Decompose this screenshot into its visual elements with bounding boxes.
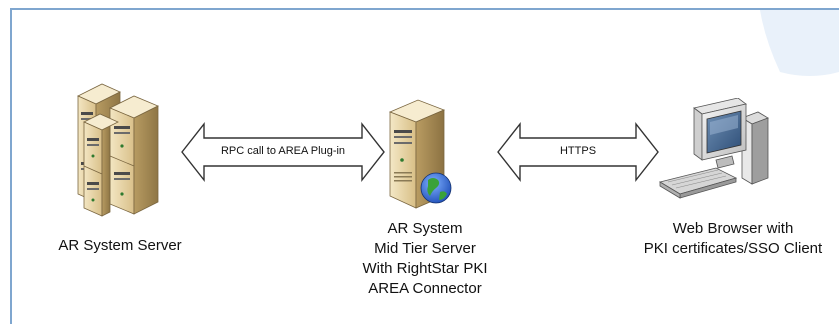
browser-label-line: PKI certificates/SSO Client xyxy=(643,240,823,257)
ar-server-label: AR System Server xyxy=(44,236,196,256)
watermark-shape xyxy=(760,10,839,76)
rpc-double-arrow xyxy=(181,121,385,183)
workstation-icon xyxy=(658,98,769,199)
mid-tier-label-line: AR System xyxy=(387,220,463,237)
mid-tier-label-line: With RightStar PKI xyxy=(362,260,488,277)
server-cluster-icon xyxy=(77,83,159,217)
browser-label-line: Web Browser with xyxy=(672,220,794,237)
ar-server-label-line: AR System Server xyxy=(58,237,182,254)
mid-tier-label-line: Mid Tier Server xyxy=(374,240,476,257)
frame-border-top xyxy=(10,8,839,10)
mid-tier-server-icon xyxy=(388,99,452,209)
browser-label: Web Browser with PKI certificates/SSO Cl… xyxy=(630,219,836,259)
mid-tier-label: AR System Mid Tier Server With RightStar… xyxy=(340,219,510,299)
https-double-arrow xyxy=(497,121,659,183)
https-label: HTTPS xyxy=(559,145,597,157)
frame-border-left xyxy=(10,8,12,324)
mid-tier-label-line: AREA Connector xyxy=(368,280,482,297)
rpc-label: RPC call to AREA Plug-in xyxy=(220,145,346,157)
